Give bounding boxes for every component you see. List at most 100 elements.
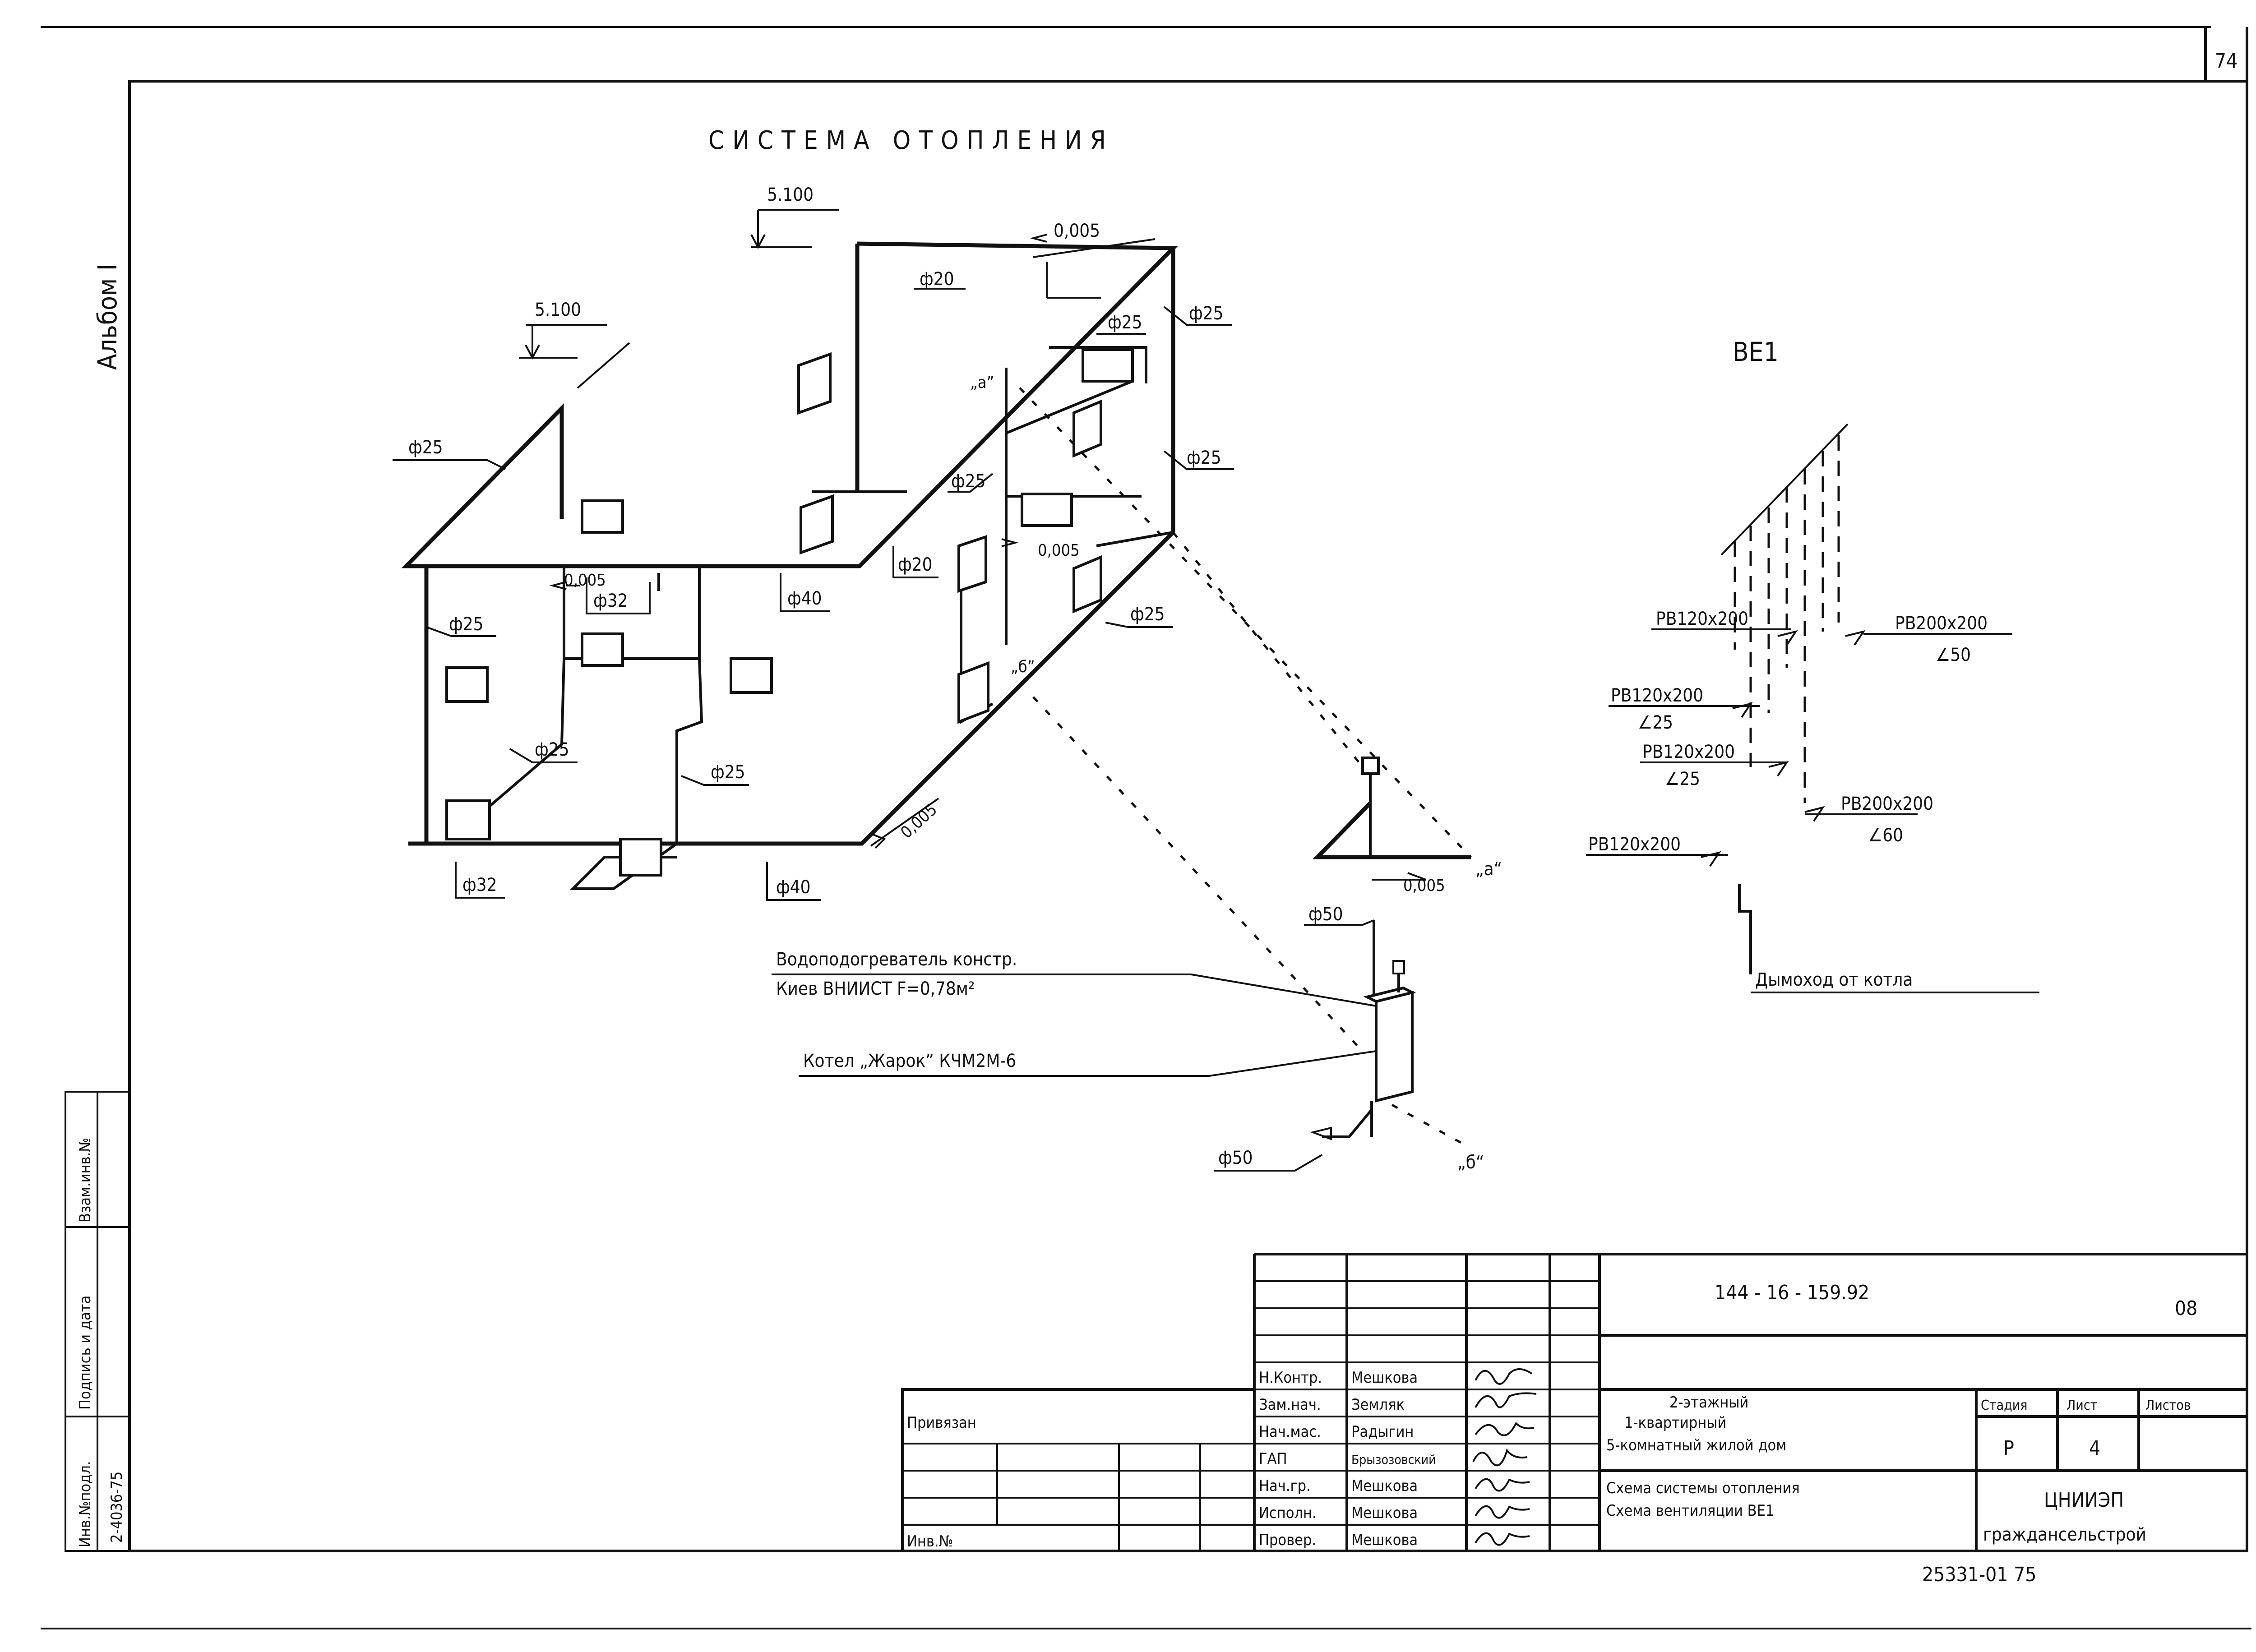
grille-5: РВ200х200 xyxy=(1841,794,1933,814)
stamp-inv-label: Инв.№подл. xyxy=(76,1461,94,1547)
stamp-swap-label: Взам.инв.№ xyxy=(76,1138,94,1223)
d25-h: ф25 xyxy=(711,762,745,783)
d40-b: ф40 xyxy=(776,877,811,898)
staff-role-6: Исполн. xyxy=(1259,1504,1317,1522)
d25-i: ф25 xyxy=(1130,604,1165,625)
slope-bottom: 0,005 xyxy=(897,800,941,842)
sheets-label: Листов xyxy=(2145,1398,2191,1413)
album-label: Альбом I xyxy=(92,264,123,370)
sheet-mark: 08 xyxy=(2175,1297,2197,1320)
building-line3: 5-комнатный жилой дом xyxy=(1606,1436,1786,1454)
staff-name-1: Мешкова xyxy=(1351,1369,1418,1387)
connection-lines xyxy=(1019,387,1472,1149)
sheet-title2: Схема вентиляции ВЕ1 xyxy=(1606,1502,1774,1520)
d25-e: ф25 xyxy=(408,437,443,458)
stage-label: Стадия xyxy=(1981,1398,2028,1413)
grille-3: РВ120х200 xyxy=(1611,685,1703,706)
d20-b: ф20 xyxy=(898,554,933,575)
d25-c: ф25 xyxy=(1187,448,1221,468)
point-a: „а” xyxy=(970,374,994,392)
point-a2: „а“ xyxy=(1475,859,1502,880)
d40-a: ф40 xyxy=(787,588,822,609)
stamp-sign-label: Подпись и дата xyxy=(76,1296,94,1410)
radiator-9 xyxy=(797,352,832,415)
d25-g: ф25 xyxy=(535,739,569,760)
staff-role-3: Нач.мас. xyxy=(1259,1423,1321,1441)
boiler-body xyxy=(1375,991,1414,1103)
slope-boiler: 0,005 xyxy=(1403,877,1445,895)
bound-label: Привязан xyxy=(907,1414,976,1432)
point-b2: „б“ xyxy=(1457,1152,1484,1173)
elevation-mark-upper: 5.100 xyxy=(750,185,839,249)
grille-6: РВ120х200 xyxy=(1588,834,1681,855)
radiator-3 xyxy=(445,666,489,703)
radiator-6 xyxy=(619,838,662,877)
staff-role-5: Нач.гр. xyxy=(1259,1477,1311,1495)
sheet-title1: Схема системы отопления xyxy=(1606,1479,1800,1497)
grille-1: РВ120х200 xyxy=(1656,609,1748,629)
radiator-11 xyxy=(1073,399,1102,458)
sheet-value: 4 xyxy=(2089,1437,2100,1460)
vent-title: ВЕ1 xyxy=(1733,337,1779,367)
d50-a: ф50 xyxy=(1308,904,1343,925)
slope-mid: 0,005 xyxy=(564,571,606,590)
grille-3-angle: ∠25 xyxy=(1638,712,1673,733)
chimney-label: Дымоход от котла xyxy=(1755,969,1913,990)
staff-name-4: Брызозовский xyxy=(1351,1452,1436,1467)
heating-title: СИСТЕМА ОТОПЛЕНИЯ xyxy=(708,126,1114,155)
expansion-tank xyxy=(1361,757,1380,775)
title-block: Привязан Инв.№ Н.Контр. Мешкова Зам.нач.… xyxy=(901,1253,2247,1586)
radiator-8 xyxy=(1082,348,1134,383)
radiator-2 xyxy=(581,632,624,667)
boiler-assembly xyxy=(1310,757,1471,1140)
boiler-label: Котел „Жарок” КЧМ2М-6 xyxy=(803,1051,1016,1071)
radiator-7 xyxy=(1021,493,1073,527)
org-line1: ЦНИИЭП xyxy=(2044,1489,2124,1512)
slope-top: 0,005 xyxy=(1054,221,1100,241)
radiator-4 xyxy=(445,799,491,840)
radiator-10 xyxy=(800,494,834,555)
org-line2: граждансельстрой xyxy=(1983,1524,2146,1545)
inv-label: Инв.№ xyxy=(907,1532,953,1550)
signatures xyxy=(1472,1368,1537,1546)
heating-piping xyxy=(401,241,1178,890)
radiator-14 xyxy=(957,661,989,724)
point-b: „б” xyxy=(1011,658,1035,676)
radiator-1 xyxy=(581,499,624,534)
building-line1: 2-этажный xyxy=(1669,1394,1748,1412)
slope-mid2: 0,005 xyxy=(1038,541,1080,560)
radiator-13 xyxy=(957,535,987,593)
heater-label-line2: Киев ВНИИСТ F=0,78м² xyxy=(776,978,975,999)
grille-2: РВ200х200 xyxy=(1895,613,1988,634)
staff-name-6: Мешкова xyxy=(1351,1504,1418,1522)
elev-upper-label: 5.100 xyxy=(767,185,814,205)
stage-value: Р xyxy=(2003,1437,2014,1460)
elevation-mark-lower: 5.100 xyxy=(519,300,630,389)
d32-b: ф32 xyxy=(462,875,497,895)
grille-4-angle: ∠25 xyxy=(1665,769,1700,789)
d20-a: ф20 xyxy=(920,269,954,290)
staff-role-2: Зам.нач. xyxy=(1259,1396,1321,1414)
d25-f: ф25 xyxy=(449,614,484,635)
d32-a: ф32 xyxy=(593,591,628,611)
side-stamp: Инв.№подл. Подпись и дата Взам.инв.№ 2-4… xyxy=(65,1091,130,1552)
heating-labels: 0,005 ф20 ф25 ф25 ф25 ф25 ф25 ф25 ф25 ф2… xyxy=(393,221,1502,1173)
staff-name-7: Мешкова xyxy=(1351,1531,1418,1549)
staff-name-2: Земляк xyxy=(1351,1396,1405,1414)
page-number: 74 xyxy=(2215,50,2238,73)
grille-5-angle: ∠60 xyxy=(1868,825,1903,846)
staff-name-3: Радыгин xyxy=(1351,1423,1414,1441)
staff-role-7: Провер. xyxy=(1259,1531,1316,1549)
d50-b: ф50 xyxy=(1218,1148,1253,1168)
stamp-inv-value: 2-4036-75 xyxy=(108,1472,126,1543)
d25-d: ф25 xyxy=(951,471,986,492)
building-line2: 1-квартирный xyxy=(1624,1414,1726,1432)
staff-name-5: Мешкова xyxy=(1351,1477,1418,1495)
doc-code: 144 - 16 - 159.92 xyxy=(1715,1281,1869,1304)
staff-role-1: Н.Контр. xyxy=(1259,1369,1322,1387)
d25-a: ф25 xyxy=(1108,312,1142,333)
staff-role-4: ГАП xyxy=(1259,1450,1287,1468)
radiator-12 xyxy=(1073,555,1102,614)
radiators xyxy=(445,348,1134,877)
